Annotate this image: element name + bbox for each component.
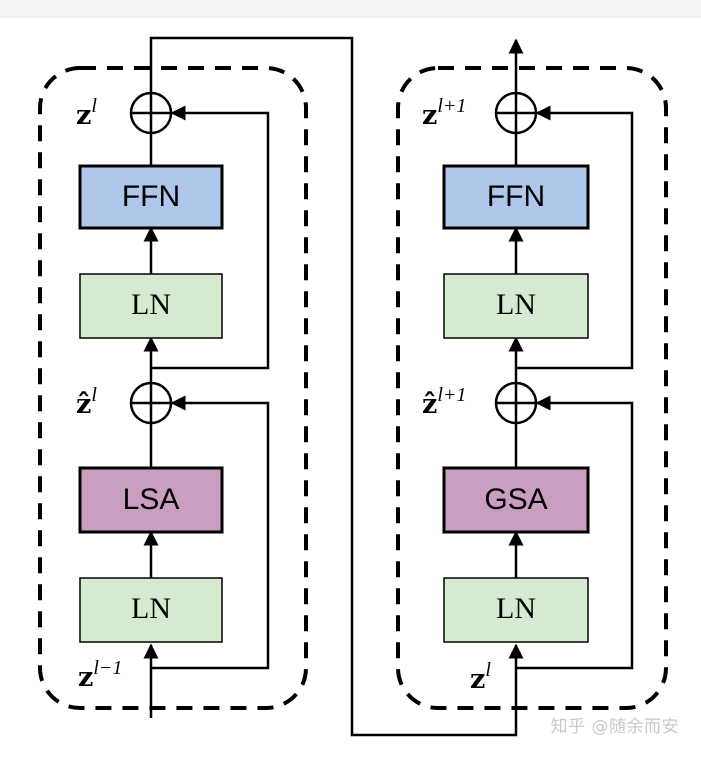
watermark-text: 知乎 @随余而安 — [550, 717, 679, 737]
left-ffn-label: FFN — [122, 180, 180, 213]
right-residual-1 — [516, 395, 634, 670]
top-strip — [0, 0, 701, 18]
right-mid-sum-label: ẑl+1 — [422, 384, 466, 420]
right-ln-top-box: LN — [443, 273, 589, 339]
inter-block-connection — [149, 36, 524, 737]
left-mid-sum-label: ẑl — [76, 384, 97, 420]
left-input-label: zl−1 — [78, 657, 122, 693]
left-ln-top-box: LN — [79, 273, 223, 339]
right-ln-bottom-box: LN — [443, 577, 589, 643]
left-lsa-label: LSA — [123, 483, 180, 516]
left-top-sum-label: zl — [76, 95, 97, 131]
left-ffn-box: FFN — [78, 164, 224, 230]
left-ln-bottom-label: LN — [131, 592, 171, 625]
right-residual-2 — [516, 105, 634, 370]
right-top-sum-node — [494, 91, 538, 135]
right-ln-bottom-label: LN — [496, 592, 536, 625]
right-gsa-label: GSA — [484, 483, 547, 516]
left-top-sum-node — [129, 91, 173, 135]
right-block-outline — [396, 66, 668, 710]
left-mid-sum-node — [129, 381, 173, 425]
right-ln-top-label: LN — [496, 288, 536, 321]
left-lsa-box: LSA — [78, 466, 224, 534]
left-ln-top-label: LN — [131, 288, 171, 321]
right-gsa-box: GSA — [442, 466, 590, 534]
left-ln-bottom-box: LN — [79, 577, 223, 643]
right-ffn-box: FFN — [442, 164, 590, 230]
right-mid-sum-node — [494, 381, 538, 425]
right-input-label: zl — [470, 659, 491, 695]
left-residual-1 — [151, 395, 270, 670]
left-residual-2 — [151, 105, 270, 370]
left-block-outline — [38, 66, 308, 710]
right-ffn-label: FFN — [487, 180, 545, 213]
right-top-sum-label: zl+1 — [422, 95, 466, 131]
